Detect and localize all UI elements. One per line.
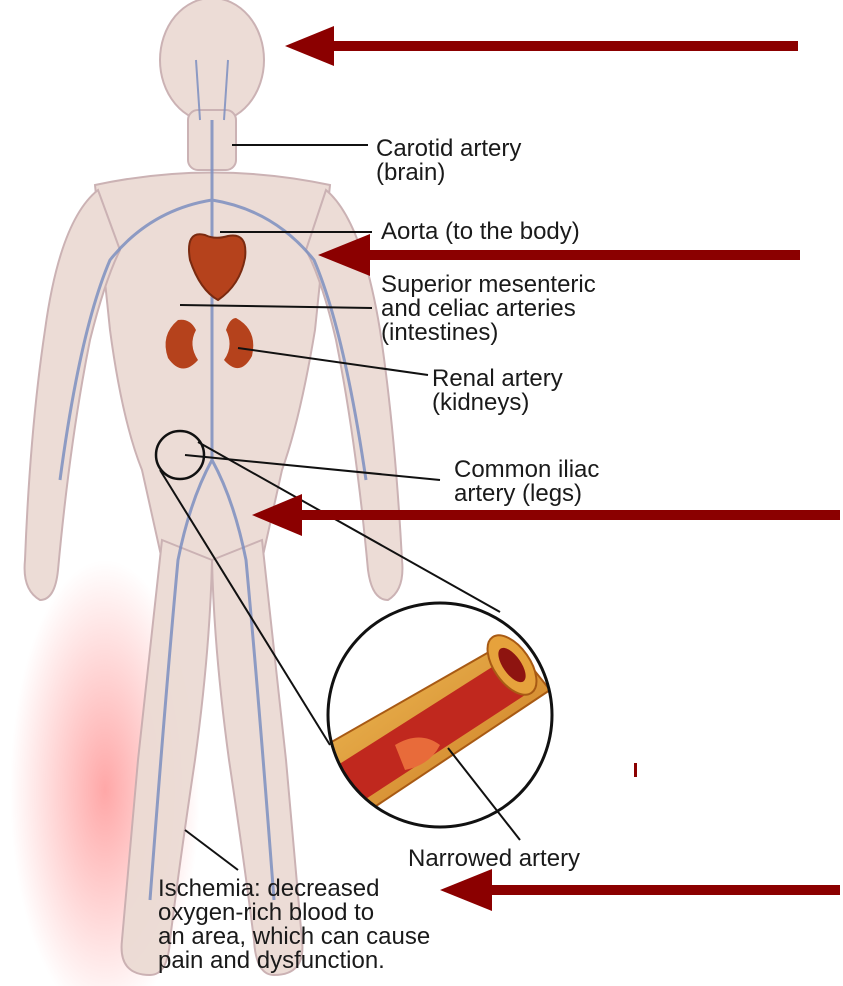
label-ischemia: Ischemia: decreased oxygen-rich blood to… (158, 877, 430, 973)
label-narrowed-artery: Narrowed artery (408, 847, 580, 871)
arrow-ischemia-level (440, 869, 840, 911)
label-mesenteric-celiac: Superior mesenteric and celiac arteries … (381, 273, 596, 345)
label-carotid-artery: Carotid artery (brain) (376, 137, 521, 185)
label-renal-artery: Renal artery (kidneys) (432, 367, 563, 415)
label-common-iliac: Common iliac artery (legs) (454, 458, 599, 506)
small-red-tick (634, 763, 637, 777)
label-aorta: Aorta (to the body) (381, 220, 580, 244)
arrow-head-level (285, 26, 798, 66)
artery-cross-section-icon (300, 603, 552, 830)
